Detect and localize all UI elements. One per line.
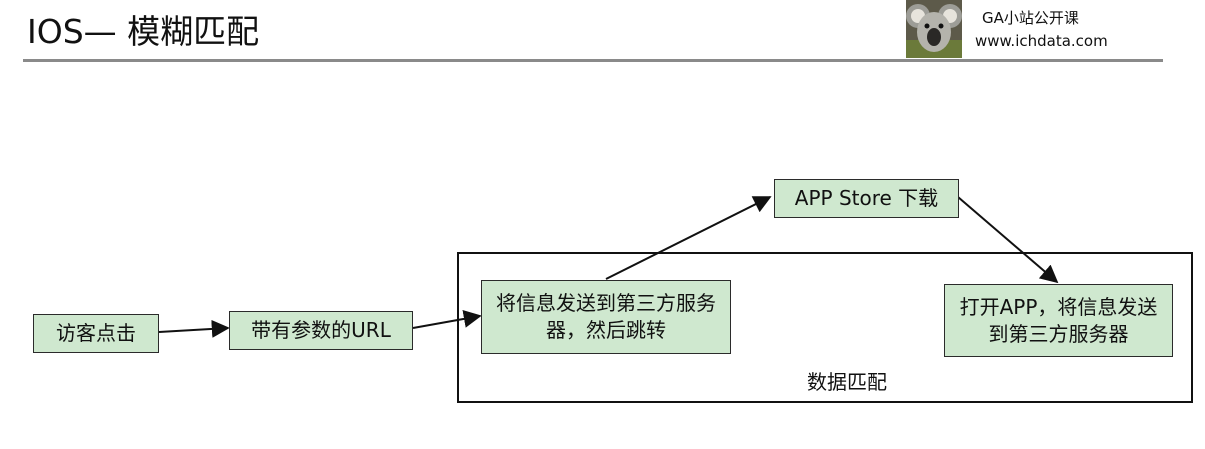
- page-title: IOS— 模糊匹配: [27, 12, 260, 51]
- arrow-server-to-appstore: [605, 196, 772, 280]
- node-appstore-download: APP Store 下载: [774, 179, 959, 218]
- node-visitor-click: 访客点击: [33, 314, 159, 353]
- arrow-url-to-server: [412, 309, 482, 329]
- koala-logo-icon: [906, 0, 962, 58]
- brand-url: www.ichdata.com: [975, 32, 1108, 50]
- header-divider: [23, 59, 1163, 62]
- arrow-appstore-to-openapp: [957, 196, 1059, 284]
- node-open-app-send: 打开APP，将信息发送到第三方服务器: [944, 284, 1173, 357]
- data-matching-label: 数据匹配: [807, 370, 887, 394]
- data-matching-region: [457, 252, 1193, 403]
- node-send-and-redirect: 将信息发送到第三方服务器，然后跳转: [481, 280, 731, 354]
- node-url-with-params: 带有参数的URL: [229, 311, 413, 350]
- brand-name: GA小站公开课: [982, 9, 1079, 27]
- arrow-visitor-to-url: [158, 319, 230, 338]
